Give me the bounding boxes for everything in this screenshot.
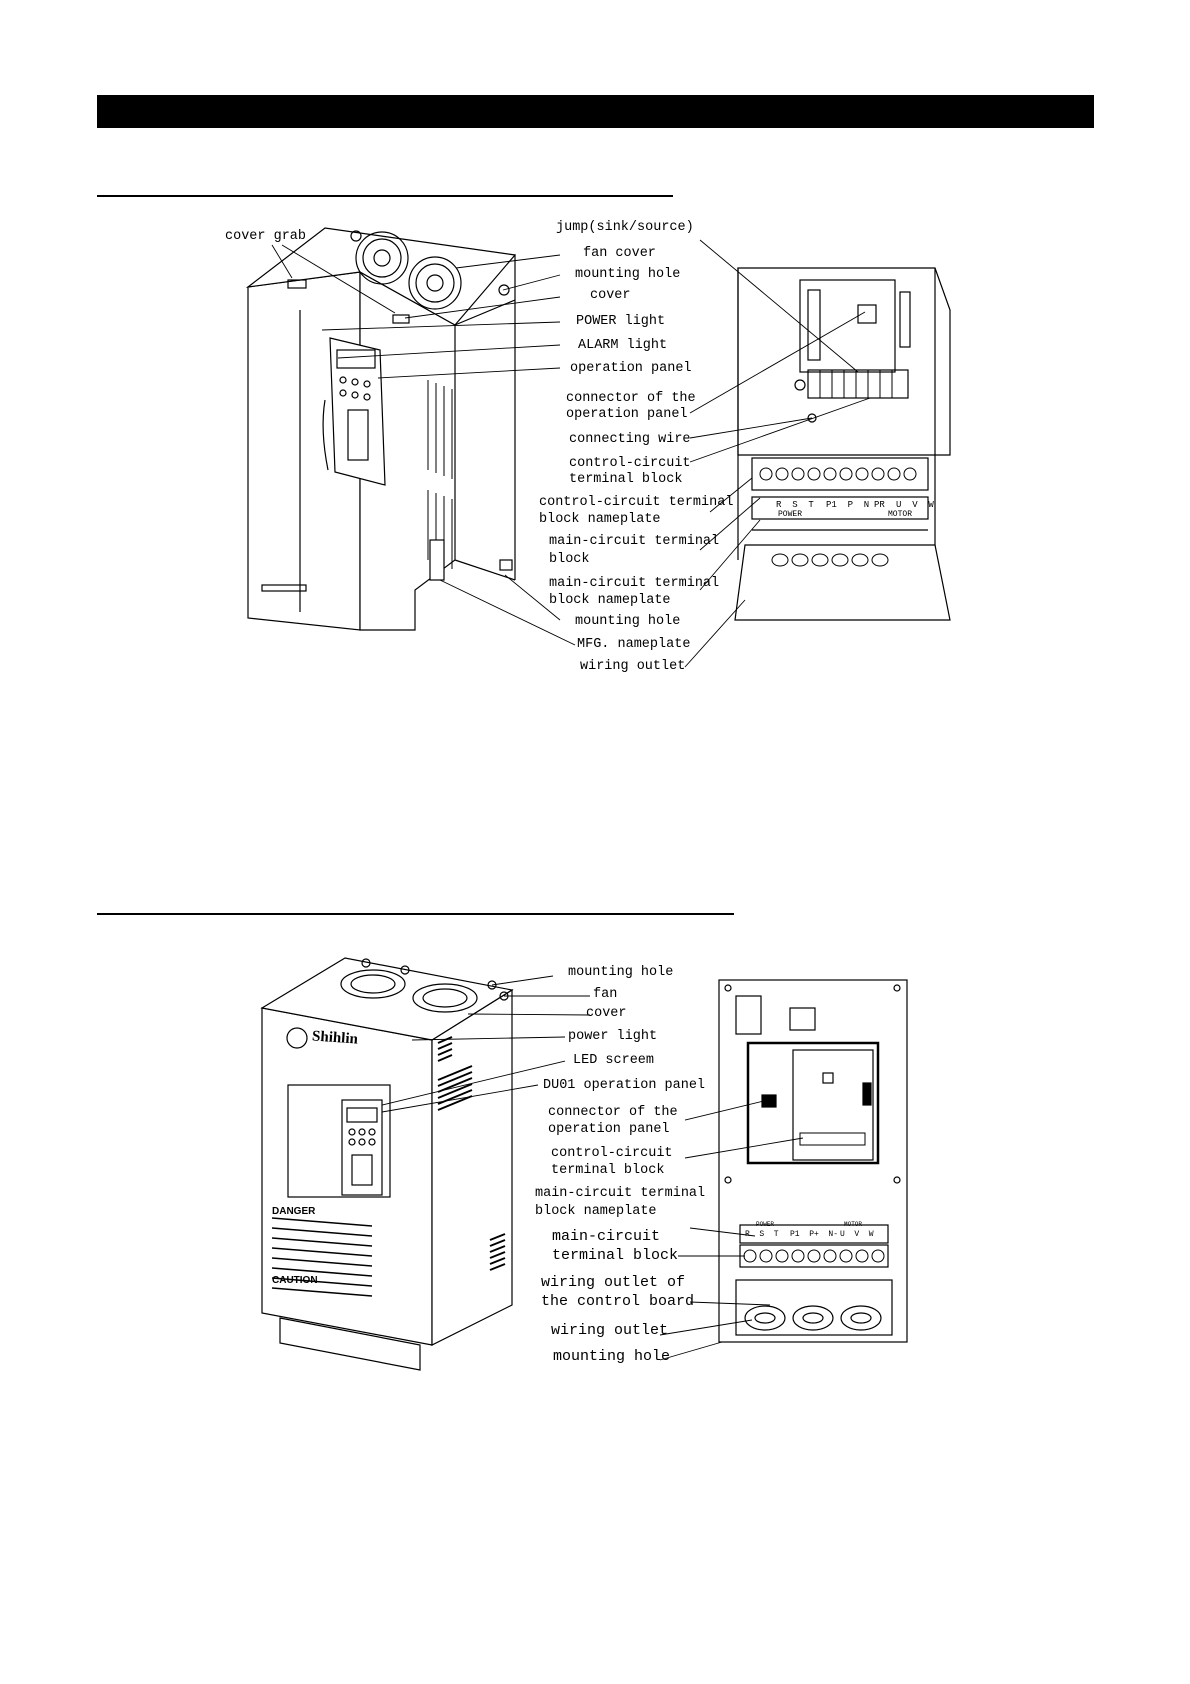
label-du01-operation-panel: DU01 operation panel: [543, 1078, 706, 1093]
header-bar: [97, 95, 1094, 128]
label-operation-panel-1: operation panel: [570, 361, 692, 376]
label-connecting-wire: connecting wire: [569, 432, 691, 447]
terminal-label-rst-1: R S T: [776, 500, 814, 510]
mfg-nameplate-graphic: [429, 539, 445, 581]
label-mounting-hole-top-2: mounting hole: [568, 965, 674, 980]
power-tag-2: POWER: [756, 1221, 775, 1228]
motor-tag-1: MOTOR: [888, 510, 913, 519]
label-mc-nameplate-1a: main-circuit terminal: [549, 576, 720, 591]
leader-lines-1: [271, 239, 871, 668]
main-circuit-terminal-block-1: [751, 457, 929, 491]
danger-label: DANGER: [272, 1206, 316, 1217]
label-mounting-hole-bottom-2: mounting hole: [553, 1348, 671, 1365]
power-tag-1: POWER: [778, 510, 803, 519]
terminal-label-dc-2: P1 P+ N-: [790, 1230, 839, 1239]
drive-open-view-2: [718, 979, 908, 1343]
label-cover-1: cover: [590, 288, 631, 303]
label-mc-block-2a: main-circuit: [552, 1228, 661, 1245]
leader-lines-2: [381, 975, 804, 1361]
label-cover-2: cover: [586, 1006, 627, 1021]
drive-front-view-1: [245, 227, 517, 631]
label-wiring-cb-a: wiring outlet of: [541, 1274, 686, 1291]
terminal-label-uvw-1: U V W: [896, 500, 934, 510]
section-rule-2: [97, 913, 734, 915]
operation-panel-2: [341, 1099, 383, 1196]
terminal-label-rst-2: R S T: [745, 1230, 779, 1239]
terminal-label-pr-1: PR: [874, 500, 885, 510]
label-mounting-hole-bottom-1: mounting hole: [575, 614, 681, 629]
brand-logo-text: Shihlin: [311, 1028, 359, 1048]
label-cc-nameplate-1a: control-circuit terminal: [539, 495, 734, 510]
section-rule-1: [97, 195, 673, 197]
label-jump-sink-source: jump(sink/source): [556, 220, 694, 235]
drive-open-view-1: [734, 267, 951, 621]
label-connector-1b: operation panel: [566, 407, 688, 422]
label-fan-cover: fan cover: [583, 246, 656, 261]
label-cc-block-1b: terminal block: [569, 472, 683, 487]
label-cover-grab: cover grab: [225, 229, 307, 244]
label-connector-2a: connector of the: [548, 1105, 678, 1120]
operation-panel-1: [322, 337, 386, 486]
terminal-label-dc-1: P1 P N: [826, 500, 870, 510]
label-power-light-2: power light: [568, 1029, 658, 1044]
label-power-light-1: POWER light: [576, 314, 666, 329]
label-cc-block-2b: terminal block: [551, 1163, 665, 1178]
label-mounting-hole-top-1: mounting hole: [575, 267, 681, 282]
label-mc-block-1b: block: [549, 552, 590, 567]
label-mc-block-1a: main-circuit terminal: [549, 534, 720, 549]
label-led-screen: LED screem: [573, 1053, 655, 1068]
label-mc-block-2b: terminal block: [552, 1247, 679, 1264]
label-wiring-cb-b: the control board: [541, 1293, 695, 1310]
label-alarm-light: ALARM light: [578, 338, 668, 353]
label-mc-nameplate-2a: main-circuit terminal: [535, 1186, 706, 1201]
caution-label: CAUTION: [272, 1275, 318, 1286]
label-fan: fan: [593, 987, 618, 1002]
label-mfg-nameplate: MFG. nameplate: [577, 637, 691, 652]
drive-front-view-2: [260, 957, 514, 1371]
label-cc-block-1a: control-circuit: [569, 456, 691, 471]
label-mc-nameplate-2b: block nameplate: [535, 1204, 657, 1219]
motor-tag-2: MOTOR: [844, 1221, 863, 1228]
label-connector-1a: connector of the: [566, 391, 696, 406]
label-wiring-outlet-2: wiring outlet: [551, 1322, 669, 1339]
label-cc-nameplate-1b: block nameplate: [539, 512, 661, 527]
label-wiring-outlet-1: wiring outlet: [580, 659, 686, 674]
main-circuit-nameplate-1: [751, 496, 929, 520]
label-connector-2b: operation panel: [548, 1122, 670, 1137]
terminal-label-uvw-2: U V W: [840, 1230, 874, 1239]
label-cc-block-2a: control-circuit: [551, 1146, 673, 1161]
label-mc-nameplate-1b: block nameplate: [549, 593, 671, 608]
